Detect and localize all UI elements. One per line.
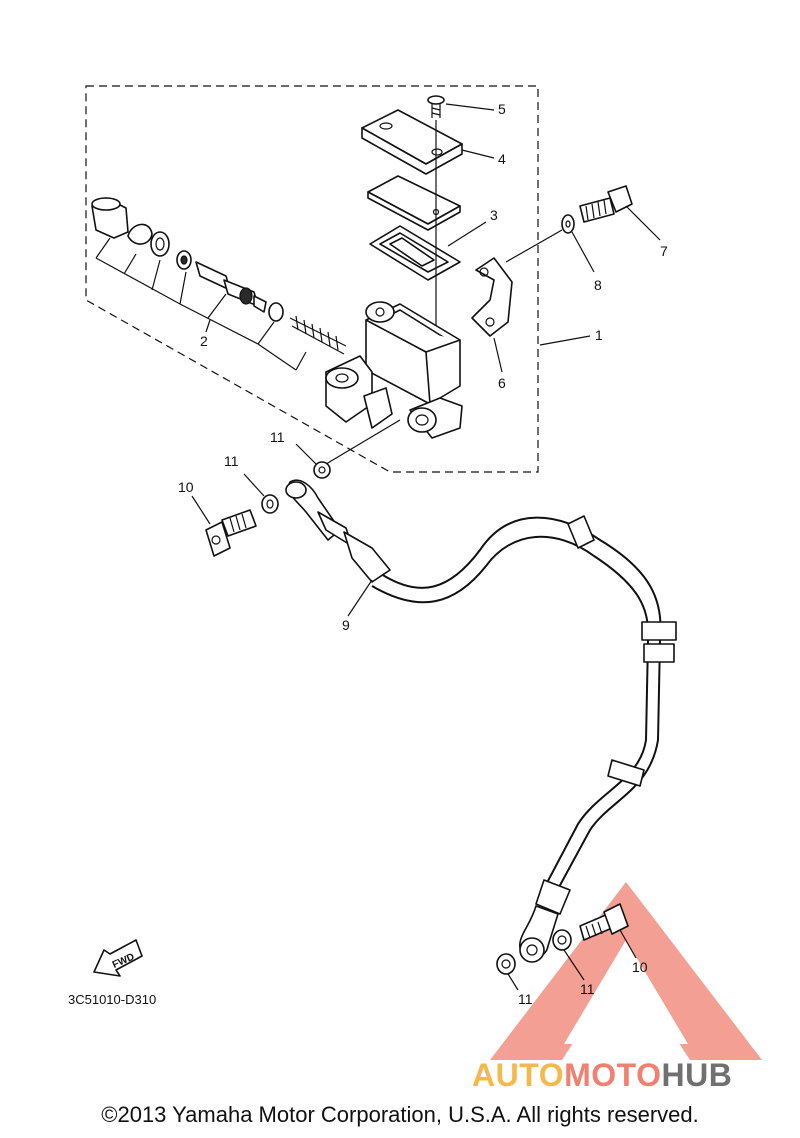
callout-11-upper: 11: [270, 429, 285, 445]
master-cylinder-body: [315, 301, 463, 471]
washer-part-11-left: [243, 443, 331, 514]
bolt-part-7: [579, 185, 661, 241]
copyright-notice: ©2013 Yamaha Motor Corporation, U.S.A. A…: [101, 1102, 699, 1127]
screw-part-5: [427, 95, 495, 118]
callout-10-left: 10: [178, 479, 194, 495]
brake-hose-part-9: [285, 479, 677, 963]
logo-text-hub: HUB: [661, 1057, 733, 1093]
callout-2: 2: [200, 333, 208, 349]
callout-5: 5: [498, 101, 506, 117]
diaphragm-plate: [367, 175, 461, 231]
callout-4: 4: [498, 151, 506, 167]
washer-part-11-right: [496, 929, 585, 991]
piston-kit-part-2: [91, 197, 347, 371]
forward-direction-arrow-icon: FWD: [93, 939, 143, 977]
watermark-logo-icon: [490, 882, 762, 1060]
callout-11-right: 11: [580, 981, 595, 997]
cap-part-4: [361, 109, 495, 175]
callout-10-right: 10: [632, 959, 648, 975]
logo-text-moto: MOTO: [564, 1057, 662, 1093]
watermark-logo-text: AUTOMOTOHUB: [472, 1057, 732, 1094]
union-bolt-part-10-right: [579, 903, 637, 959]
washer-part-8: [505, 214, 595, 273]
diaphragm-part-3: [369, 221, 487, 281]
callout-9: 9: [342, 617, 350, 633]
leader-line-1: [539, 335, 591, 346]
callout-11-left: 11: [224, 453, 239, 469]
callout-1: 1: [595, 327, 603, 343]
callout-7: 7: [660, 243, 668, 259]
callout-11-bottom: 11: [518, 991, 533, 1007]
diagram-code: 3C51010-D310: [68, 992, 157, 1007]
logo-text-auto: AUTO: [472, 1057, 565, 1093]
callout-3: 3: [490, 207, 498, 223]
callout-8: 8: [594, 277, 602, 293]
assembly-boundary: [85, 85, 539, 473]
union-bolt-part-10-left: [191, 495, 257, 557]
holder-part-6: [471, 257, 513, 373]
callout-6: 6: [498, 375, 506, 391]
